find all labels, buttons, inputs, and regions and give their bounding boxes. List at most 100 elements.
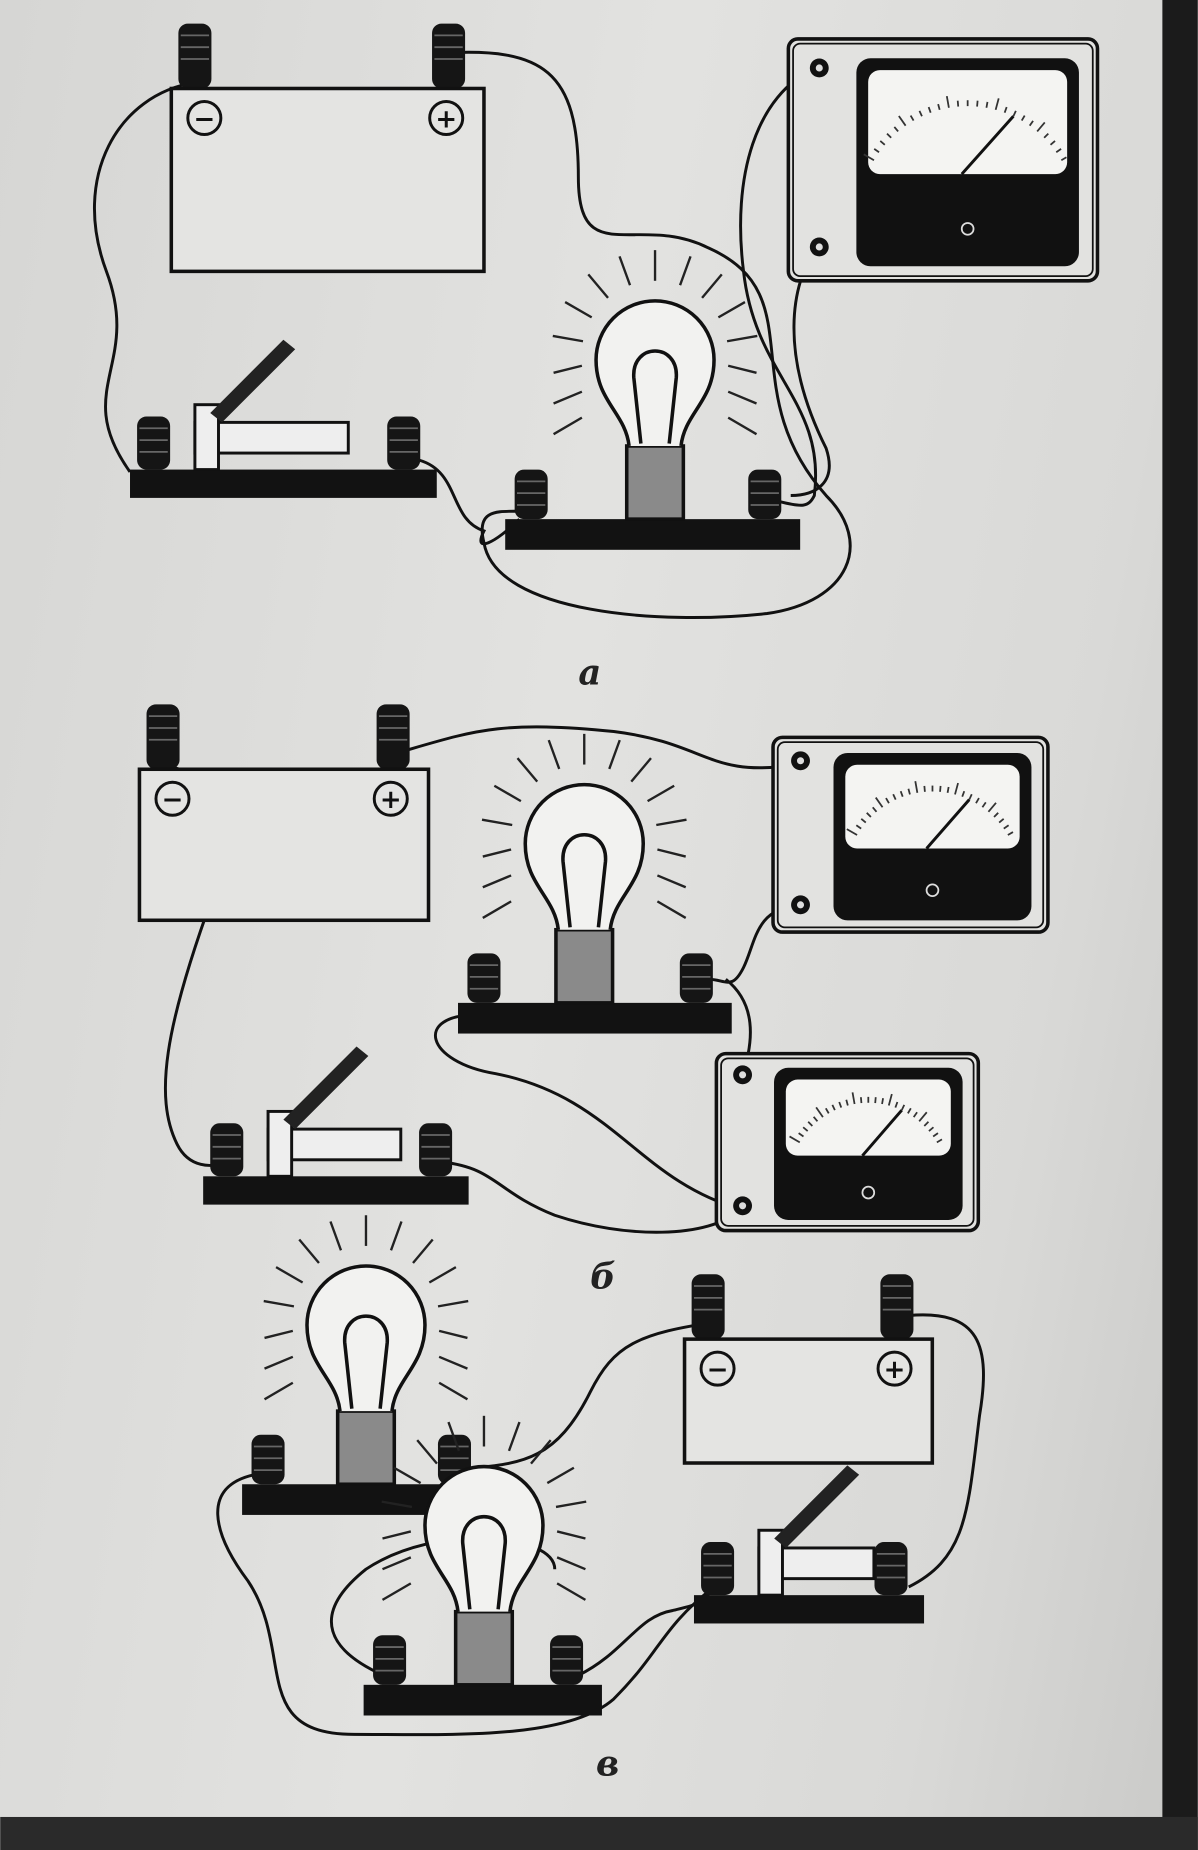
scale-tick	[900, 1104, 906, 1111]
meter-case-inner	[776, 741, 1045, 929]
terminal-knob	[432, 23, 466, 89]
scale-tick	[812, 1116, 819, 1122]
scale-tick	[1012, 110, 1017, 117]
meter-needle	[925, 798, 971, 850]
light-ray	[382, 1556, 412, 1571]
light-ray	[263, 1381, 294, 1401]
scale-tick	[956, 100, 960, 107]
wire	[739, 65, 818, 507]
switch	[203, 1046, 469, 1205]
wire	[790, 246, 831, 498]
meter-terminal-hole	[739, 1071, 747, 1079]
lamp	[242, 1215, 490, 1515]
scale-tick	[875, 797, 884, 808]
scale-tick	[894, 1101, 899, 1108]
light-ray	[382, 1530, 412, 1540]
light-ray	[412, 1238, 434, 1264]
bulb-filament	[561, 833, 608, 928]
light-ray	[553, 390, 583, 405]
wire	[389, 725, 797, 770]
bulb-glass	[594, 299, 716, 447]
light-ray	[553, 364, 583, 374]
scale-tick	[976, 100, 979, 107]
light-ray	[438, 1381, 469, 1401]
scale-tick	[885, 797, 890, 804]
monitor-bezel-right	[1162, 0, 1198, 1850]
scale-tick	[1049, 140, 1056, 146]
switch-pivot	[266, 1109, 294, 1178]
scale-tick	[863, 153, 875, 161]
scale-tick	[914, 781, 919, 793]
terminal-knob	[467, 953, 501, 1003]
light-ray	[556, 1582, 587, 1601]
wire	[442, 1160, 743, 1234]
terminal-knob	[701, 1542, 735, 1596]
meter-terminal-hole	[739, 1202, 747, 1210]
scale-tick	[831, 1104, 836, 1111]
battery-sign: −	[193, 104, 215, 134]
meter-terminal-hole	[815, 243, 823, 251]
scale-tick	[998, 818, 1005, 824]
light-ray	[546, 1466, 575, 1485]
light-ray	[647, 784, 675, 803]
scale-tick	[961, 790, 966, 798]
light-ray	[264, 1329, 294, 1340]
scale-tick	[1036, 121, 1046, 133]
terminal-knob	[376, 704, 410, 770]
light-ray	[298, 1238, 320, 1264]
positive-terminal-icon	[428, 99, 465, 136]
battery: −+	[682, 1274, 935, 1465]
scale-tick	[855, 824, 862, 830]
scale-tick	[909, 115, 915, 122]
light-ray	[556, 1556, 586, 1571]
light-ray	[428, 1266, 457, 1284]
light-ray	[656, 900, 687, 919]
switch-pivot	[193, 403, 220, 472]
light-ray	[389, 1221, 403, 1251]
zero-adjust-screw-icon	[960, 222, 975, 236]
wire	[908, 1313, 985, 1589]
scale-tick	[873, 148, 880, 153]
light-ray	[482, 874, 512, 889]
lamp-base	[505, 519, 801, 550]
scale-tick	[1028, 120, 1034, 127]
scale-tick	[923, 1121, 930, 1127]
scale-tick	[893, 126, 899, 133]
light-ray	[727, 416, 758, 436]
battery: −+	[169, 23, 486, 274]
scale-tick	[860, 1097, 863, 1104]
battery-body	[169, 86, 486, 274]
light-ray	[516, 757, 539, 783]
switch-base	[130, 469, 437, 498]
light-ray	[552, 334, 584, 343]
terminal-knob	[146, 704, 180, 770]
scale-tick	[887, 1093, 893, 1106]
switch	[693, 1465, 925, 1624]
light-ray	[437, 1299, 469, 1308]
light-ray	[587, 273, 609, 299]
scale-tick	[907, 788, 911, 795]
lamp-socket	[453, 1609, 515, 1687]
light-ray	[656, 818, 687, 827]
light-ray	[263, 1299, 295, 1308]
light-ray	[618, 255, 632, 286]
terminal-knob	[514, 469, 548, 520]
switch-contact	[193, 420, 350, 455]
meter-scale-window	[845, 764, 1020, 849]
terminal-knob	[387, 416, 421, 470]
light-ray	[717, 301, 746, 319]
lamp-socket	[624, 444, 686, 521]
lamp	[363, 1415, 602, 1716]
scale-tick	[993, 812, 999, 818]
scale-tick	[881, 1098, 884, 1105]
label-a: а	[578, 652, 601, 693]
meter-scale-window	[868, 70, 1068, 175]
scale-tick	[927, 106, 932, 113]
meter-needle	[861, 1109, 903, 1157]
scale-tick	[815, 1106, 824, 1118]
scale-tick	[1007, 831, 1014, 836]
light-ray	[701, 273, 723, 299]
light-ray	[727, 364, 757, 374]
